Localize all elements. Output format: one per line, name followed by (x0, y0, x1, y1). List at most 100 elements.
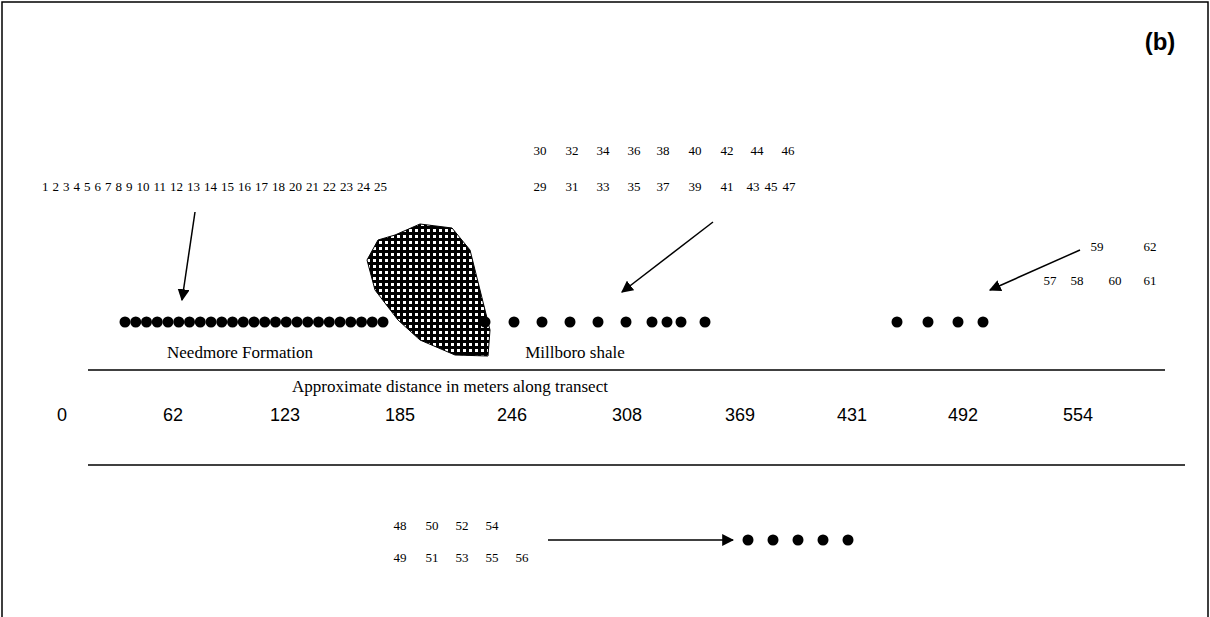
sample-dot (195, 317, 206, 328)
axis-tick-label: 369 (725, 406, 755, 424)
sample-dot (978, 317, 989, 328)
sample-dot (593, 317, 604, 328)
sample-number: 29 (534, 180, 547, 193)
sample-number: 4 (74, 180, 81, 193)
sample-dot (367, 317, 378, 328)
sample-number: 22 (323, 180, 336, 193)
sample-number: 61 (1144, 274, 1157, 287)
sample-dot (324, 317, 335, 328)
sample-dot (662, 317, 673, 328)
sample-number: 13 (187, 180, 200, 193)
sample-dot (537, 317, 548, 328)
sample-number: 34 (597, 144, 610, 157)
sample-number: 11 (154, 180, 167, 193)
sample-dot (120, 317, 131, 328)
sample-number: 58 (1071, 274, 1084, 287)
sample-number: 23 (340, 180, 353, 193)
sample-number: 18 (272, 180, 285, 193)
sample-number: 14 (204, 180, 217, 193)
sample-dot (923, 317, 934, 328)
sample-number: 42 (721, 144, 734, 157)
sample-number: 49 (394, 551, 407, 564)
axis-tick-label: 0 (57, 406, 67, 424)
sample-number: 24 (357, 180, 370, 193)
sample-number: 56 (516, 551, 529, 564)
pointer-arrow (182, 212, 195, 300)
sample-dot (818, 535, 829, 546)
sample-number: 8 (116, 180, 123, 193)
sample-dot (227, 317, 238, 328)
sample-number: 54 (486, 519, 499, 532)
sample-number: 60 (1109, 274, 1122, 287)
axis-tick-label: 62 (163, 406, 183, 424)
sample-number: 62 (1144, 240, 1157, 253)
sample-dot (292, 317, 303, 328)
sample-dot (281, 317, 292, 328)
sample-number: 35 (628, 180, 641, 193)
sample-number: 36 (628, 144, 641, 157)
sample-dot (356, 317, 367, 328)
sample-points (120, 317, 989, 546)
sample-dot (259, 317, 270, 328)
sample-number: 43 (747, 180, 760, 193)
sample-number: 47 (783, 180, 796, 193)
sample-number: 48 (394, 519, 407, 532)
formation-name: Millboro shale (525, 344, 625, 361)
sample-dot (378, 317, 389, 328)
sample-number: 9 (126, 180, 133, 193)
sample-dot (768, 535, 779, 546)
sample-number: 50 (426, 519, 439, 532)
axis-tick-label: 554 (1063, 406, 1093, 424)
pointer-arrow (548, 539, 733, 541)
sample-number: 59 (1091, 240, 1104, 253)
sample-dot (743, 535, 754, 546)
sample-dot (647, 317, 658, 328)
pointer-arrow (622, 222, 713, 292)
sample-dot (302, 317, 313, 328)
pointer-arrow (990, 250, 1080, 290)
sample-dot (621, 317, 632, 328)
sample-dot (152, 317, 163, 328)
sample-number: 46 (782, 144, 795, 157)
axis-tick-label: 185 (385, 406, 415, 424)
sample-number: 3 (63, 180, 70, 193)
sample-dot (270, 317, 281, 328)
sample-number: 53 (456, 551, 469, 564)
sample-number: 51 (426, 551, 439, 564)
sample-number: 12 (170, 180, 183, 193)
sample-dot (184, 317, 195, 328)
sample-number: 37 (657, 180, 670, 193)
sample-dot (173, 317, 184, 328)
sample-number: 45 (765, 180, 778, 193)
sample-number: 32 (566, 144, 579, 157)
sample-dot (565, 317, 576, 328)
sample-dot (843, 535, 854, 546)
sample-dot (206, 317, 217, 328)
sample-dot (793, 535, 804, 546)
sample-number: 39 (689, 180, 702, 193)
sample-dot (345, 317, 356, 328)
sample-number: 40 (689, 144, 702, 157)
axis-title: Approximate distance in meters along tra… (292, 378, 608, 395)
axis-rule (88, 464, 1185, 466)
axis-rule (88, 369, 1165, 371)
sample-dot (335, 317, 346, 328)
sample-dot (130, 317, 141, 328)
sample-number: 44 (751, 144, 764, 157)
sample-dot (700, 317, 711, 328)
axis-tick-label: 246 (497, 406, 527, 424)
sample-number: 2 (53, 180, 60, 193)
panel-letter: (b) (1145, 30, 1176, 54)
sample-dot (216, 317, 227, 328)
sample-dot (163, 317, 174, 328)
sample-number: 30 (534, 144, 547, 157)
intrusion-body (367, 224, 490, 356)
sample-number: 15 (221, 180, 234, 193)
sample-number: 33 (597, 180, 610, 193)
sample-number: 7 (105, 180, 112, 193)
sample-number: 31 (566, 180, 579, 193)
sample-dot (313, 317, 324, 328)
sample-number: 52 (456, 519, 469, 532)
sample-dot (249, 317, 260, 328)
